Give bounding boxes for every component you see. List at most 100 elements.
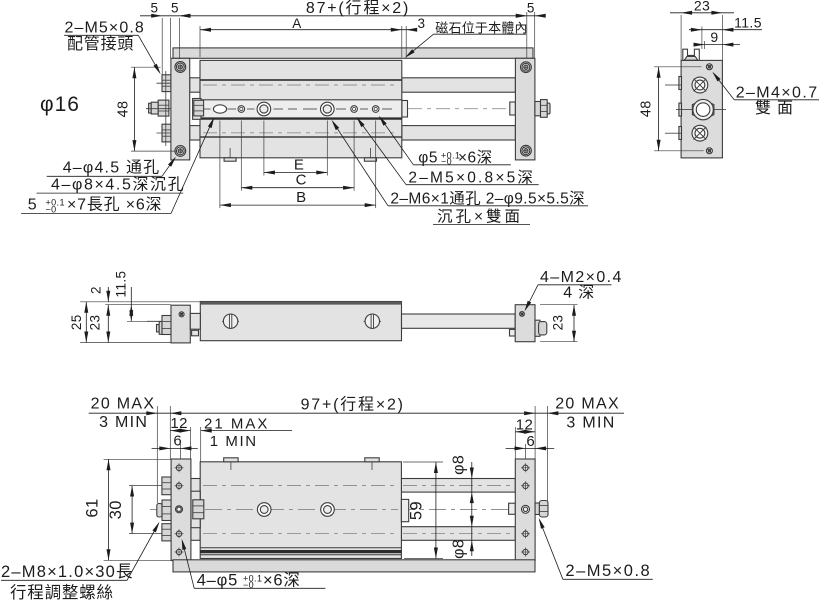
- bolt-hole-1-inner: [259, 104, 269, 114]
- arr-slot: [207, 117, 215, 129]
- front-boss-sq: [191, 329, 200, 337]
- arr-97-r: [524, 411, 536, 416]
- label-dowel-pre: 4–φ5: [197, 572, 238, 590]
- arr-48-b: [132, 140, 137, 152]
- arr-115-l: [690, 27, 702, 32]
- dim-25: 25: [69, 314, 84, 330]
- dim-48: 48: [116, 101, 132, 118]
- dim-offset-right: 5: [527, 1, 535, 16]
- label-adjuster-1: 2–M8×1.0×30長: [1, 563, 134, 581]
- dim-offset-port: 5: [151, 1, 159, 16]
- arr-m5t: [356, 117, 365, 128]
- dim-phi8-bottom: φ8: [451, 539, 468, 559]
- label-phi5-post: ×6深: [458, 149, 493, 167]
- pin-hole-right-inner: [373, 107, 378, 112]
- side-port-2-x2: [693, 126, 707, 140]
- side-view-dimensions: 23 11.5 9 48 2–M4×0.7 雙 面: [639, 0, 819, 152]
- arr-B-l: [219, 203, 231, 208]
- arr-f115-b: [129, 310, 134, 322]
- arr-5a: [151, 13, 163, 18]
- front-right-screw-inner: [520, 312, 524, 316]
- dim-plate-width: 23: [694, 0, 710, 14]
- arr-23r-t: [572, 304, 576, 316]
- label-phi5-tol-minus: −0: [441, 156, 452, 166]
- bottom-view-dimensions: 20 MAX 3 MIN 97+(行程×2) 20 MAX 3 MIN 12 2…: [1, 396, 653, 602]
- arr-phi8b-b: [469, 540, 474, 552]
- side-screw-bottom-x2: [706, 148, 713, 154]
- top-view-dimensions: 5 5 87+(行程×2) 5 A 3 磁石位于本體內 48 φ16 2–M5×…: [21, 0, 588, 226]
- arr-C-l: [241, 185, 253, 190]
- arr-25-t: [84, 301, 89, 313]
- front-left-block: [170, 304, 191, 344]
- guide-rod-left-top: [189, 77, 201, 93]
- leader-rodthread: [539, 519, 564, 580]
- top-view: 5 5 87+(行程×2) 5 A 3 磁石位于本體內 48 φ16 2–M5×…: [21, 0, 588, 226]
- bottom-tab-1: [223, 457, 239, 463]
- arr-C-r: [343, 185, 355, 190]
- bottom-view: 20 MAX 3 MIN 97+(行程×2) 20 MAX 3 MIN 12 2…: [1, 396, 653, 602]
- label-m4-1: 2–M4×0.7: [736, 85, 819, 102]
- bottom-tab-2: [364, 457, 380, 463]
- front-view-dimensions: 25 2 23 11.5 23 4–M2×0.4 4 深: [69, 269, 621, 343]
- guide-rod-right-bottom: [401, 125, 516, 141]
- arr-9-r: [722, 42, 734, 47]
- label-slot-pre: 5: [28, 197, 37, 214]
- left-end-plate: [170, 57, 191, 161]
- front-screw-2: [364, 313, 381, 329]
- pin-hole-right: [371, 105, 380, 113]
- front-view: 25 2 23 11.5 23 4–M2×0.4 4 深: [69, 269, 621, 344]
- bottom-rod-left-top: [190, 477, 201, 493]
- dim-E: E: [294, 157, 304, 174]
- dim-23-left: 23: [88, 315, 103, 331]
- label-magnet: 磁石位于本體內: [435, 21, 527, 36]
- dim-center-offset: 11.5: [734, 15, 762, 31]
- arr-6r-a: [514, 446, 526, 451]
- arr-23-l: [681, 10, 693, 15]
- arr-23-r: [711, 10, 723, 15]
- arr-E-r: [316, 170, 328, 175]
- bottom-rod-left-bottom: [190, 526, 201, 541]
- dim-59: 59: [408, 501, 426, 520]
- arr-s48-t: [656, 66, 661, 78]
- adjuster-cap: [156, 502, 163, 518]
- rod-hex-nut: [157, 99, 170, 117]
- label-pipe-fitting-1: 2–M5×0.8: [65, 19, 145, 36]
- bottom-hole-1-inner: [259, 505, 269, 514]
- arr-12r-a: [515, 429, 527, 434]
- arr-A-l: [200, 27, 211, 32]
- plate-hole-r-center-inner: [522, 506, 529, 513]
- arr-6l-b: [180, 446, 192, 451]
- arr-9-l: [693, 42, 705, 47]
- arr-87-left: [179, 13, 191, 18]
- arr-m2: [524, 300, 532, 312]
- arr-5r-r: [534, 13, 546, 18]
- label-pipe-fitting-2: 配管接頭: [67, 35, 134, 53]
- right-end-plate: [514, 57, 536, 161]
- leader-phi5: [380, 117, 414, 166]
- arr-2: [106, 290, 111, 302]
- arr-phi5: [378, 115, 387, 126]
- arr-97-l: [170, 411, 182, 416]
- guide-rod-right-top: [401, 77, 516, 93]
- dim-21max: 21 MAX: [204, 416, 269, 433]
- front-left-screw-x2: [179, 311, 184, 317]
- label-m6-through: 2–M6×1通孔 2–φ9.5×5.5深: [390, 190, 585, 208]
- arr-20r: [547, 411, 559, 416]
- bottom-stub-cap: [538, 499, 549, 518]
- arr-59-b: [433, 547, 438, 559]
- label-phi5-tol-plus: +0.1: [441, 150, 460, 160]
- arr-115-r: [722, 27, 734, 32]
- dim-6-left: 6: [173, 433, 182, 450]
- dim-screw-offset: 9: [710, 29, 718, 45]
- arr-21max: [200, 428, 212, 433]
- label-counterbores: 4–φ8×4.5深沉孔: [51, 176, 185, 194]
- bottom-coupler-plate: [508, 502, 516, 515]
- dim-screw-span: 48: [639, 100, 655, 117]
- label-rod-thread: 2–M5×0.8: [565, 562, 651, 580]
- arr-pipe: [153, 63, 161, 75]
- arr-phi8t-a: [469, 467, 474, 479]
- label-m4-2: 雙 面: [755, 99, 794, 117]
- arr-dowel: [181, 538, 187, 550]
- arr-12l-a: [170, 428, 182, 433]
- label-phi5-pre: φ5: [418, 150, 438, 167]
